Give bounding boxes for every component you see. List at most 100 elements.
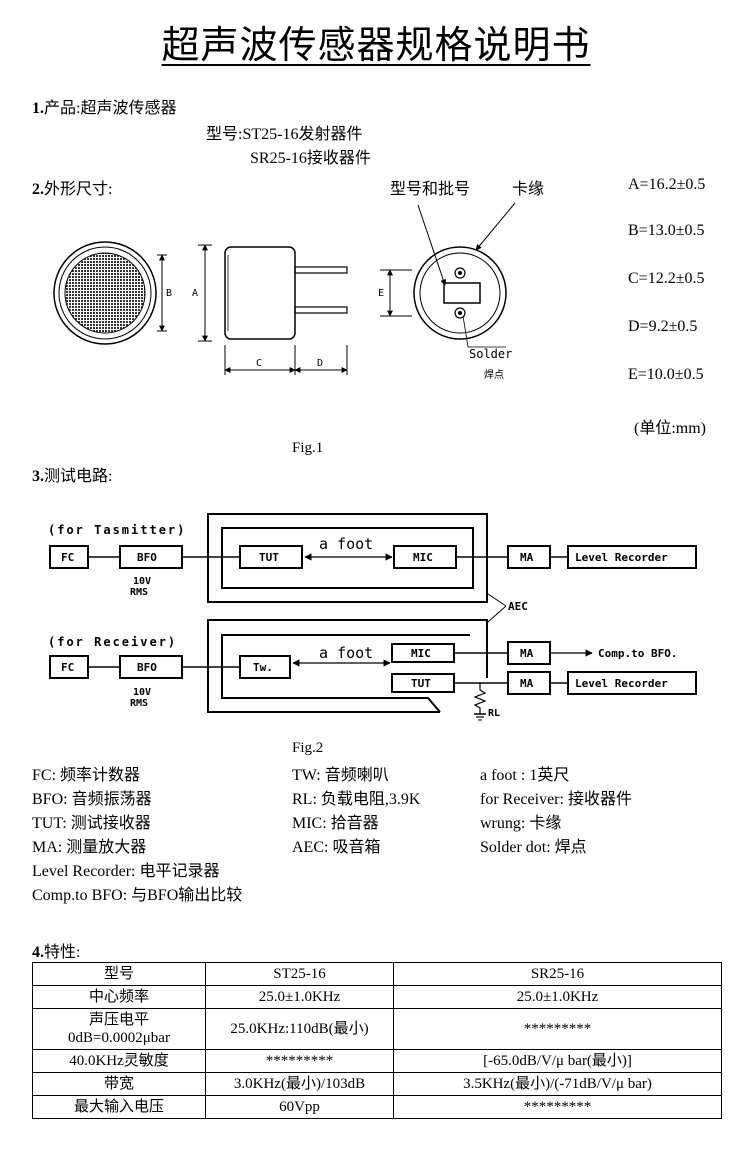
section-number: 2. <box>32 181 44 198</box>
dimension-c: C=12.2±0.5 <box>628 270 705 287</box>
ma-label-tx: MA <box>520 551 534 564</box>
legend-item: Solder dot: 焊点 <box>480 839 587 856</box>
model-line-1: 型号:ST25-16发射器件 <box>206 126 363 143</box>
legend-column-3: a foot : 1英尺 for Receiver: 接收器件 wrung: 卡… <box>480 764 632 860</box>
bfo-label-rx: BFO <box>137 661 157 674</box>
section-number: 1. <box>32 100 44 117</box>
legend-item: Level Recorder: 电平记录器 <box>32 863 220 880</box>
table-row: 中心频率 25.0±1.0KHz 25.0±1.0KHz <box>32 985 722 1009</box>
table-cell: 中心频率 <box>32 985 206 1009</box>
fig2-caption: Fig.2 <box>292 740 324 756</box>
legend-item: AEC: 吸音箱 <box>292 839 381 856</box>
rl-label: RL <box>488 708 500 719</box>
level-recorder-label-tx: Level Recorder <box>575 551 668 564</box>
aec-box-tx-inner <box>221 527 474 589</box>
ma-label-rx-1: MA <box>520 647 534 660</box>
table-cell: 3.0KHz(最小)/103dB <box>205 1072 394 1096</box>
table-cell: 最大输入电压 <box>32 1095 206 1119</box>
table-cell: 型号 <box>32 962 206 986</box>
fc-label-rx: FC <box>61 661 74 674</box>
section-label: 特性: <box>44 944 81 961</box>
test-circuit-diagram: (for Tasmitter) FC BFO 10V RMS TUT a foo… <box>48 513 697 721</box>
label-solder: Solder <box>469 347 512 361</box>
characteristics-table: 型号 ST25-16 SR25-16 中心频率 25.0±1.0KHz 25.0… <box>32 962 722 1119</box>
label-solder-cn: 焊点 <box>484 369 504 381</box>
legend-item: RL: 负载电阻,3.9K <box>292 791 421 808</box>
tut-label-rx: TUT <box>411 677 431 690</box>
level-recorder-box-tx <box>567 545 697 569</box>
legend-item: for Receiver: 接收器件 <box>480 791 632 808</box>
table-cell: 带宽 <box>32 1072 206 1096</box>
tw-box-rx <box>239 655 291 679</box>
table-cell: [-65.0dB/V/μ bar(最小)] <box>393 1049 722 1073</box>
table-cell: ********* <box>205 1049 394 1073</box>
front-view: B A <box>53 241 212 345</box>
section-number: 3. <box>32 468 44 485</box>
cell-line: 声压电平 <box>88 1012 149 1028</box>
table-cell: 3.5KHz(最小)/(-71dB/V/μ bar) <box>393 1072 722 1096</box>
legend-column-2: TW: 音频喇叭 RL: 负载电阻,3.9K MIC: 拾音器 AEC: 吸音箱 <box>292 764 420 860</box>
voltage-label-rx: 10V <box>133 687 151 698</box>
level-recorder-label-rx: Level Recorder <box>575 677 668 690</box>
dimension-a: A=16.2±0.5 <box>628 176 706 193</box>
dimension-b: B=13.0±0.5 <box>628 222 705 239</box>
level-recorder-box-rx <box>567 671 697 695</box>
cell-line: 0dB=0.0002μbar <box>68 1030 170 1046</box>
unit-label: (单位:mm) <box>634 420 706 437</box>
aec-label: AEC <box>508 600 528 613</box>
legend-item: a foot : 1英尺 <box>480 767 570 784</box>
label-d: D <box>317 358 323 369</box>
table-cell: 25.0±1.0KHz <box>393 985 722 1009</box>
table-cell: 60Vpp <box>205 1095 394 1119</box>
dimension-drawing: B A C D E Solder 焊点 <box>53 202 516 381</box>
legend-item: wrung: 卡缘 <box>480 815 562 832</box>
ma-label-rx-2: MA <box>520 677 534 690</box>
mic-label-tx: MIC <box>413 551 433 564</box>
table-row: 型号 ST25-16 SR25-16 <box>32 962 722 986</box>
callout-model-batch: 型号和批号 <box>390 181 471 198</box>
side-view: C D <box>224 246 348 375</box>
table-cell: 40.0KHz灵敏度 <box>32 1049 206 1073</box>
legend-item: FC: 频率计数器 <box>32 767 141 784</box>
dimension-e: E=10.0±0.5 <box>628 366 704 383</box>
table-row: 最大输入电压 60Vpp ********* <box>32 1095 722 1119</box>
tut-box-tx <box>239 545 303 569</box>
table-cell: ********* <box>393 1008 722 1050</box>
section-2-heading: 2.外形尺寸: <box>32 175 112 199</box>
label-for-receiver: (for Receiver) <box>48 635 177 649</box>
voltage-label-tx: 10V <box>133 576 151 587</box>
section-1-heading: 1.产品:超声波传感器 <box>32 94 176 118</box>
section-label: 外形尺寸: <box>44 181 113 198</box>
aec-box-rx-outer <box>207 619 488 713</box>
table-row: 带宽 3.0KHz(最小)/103dB 3.5KHz(最小)/(-71dB/V/… <box>32 1072 722 1096</box>
table-row: 声压电平 0dB=0.0002μbar 25.0KHz:110dB(最小) ***… <box>32 1008 722 1050</box>
table-cell: 25.0KHz:110dB(最小) <box>205 1008 394 1050</box>
label-c: C <box>256 358 262 369</box>
table-cell: ST25-16 <box>205 962 394 986</box>
legend-item: MA: 测量放大器 <box>32 839 147 856</box>
label-for-transmitter: (for Tasmitter) <box>48 523 186 537</box>
rl-resistor: RL <box>473 683 500 721</box>
legend-item: MIC: 拾音器 <box>292 815 379 832</box>
table-cell: ********* <box>393 1095 722 1119</box>
section-label: 产品:超声波传感器 <box>44 100 177 117</box>
label-e: E <box>378 288 384 299</box>
tw-label-rx: Tw. <box>253 661 273 674</box>
comp-bfo-label: Comp.to BFO. <box>598 647 677 660</box>
table-cell: 25.0±1.0KHz <box>205 985 394 1009</box>
section-3-heading: 3.测试电路: <box>32 462 112 486</box>
dimension-d: D=9.2±0.5 <box>628 318 698 335</box>
label-a: A <box>192 288 198 299</box>
tut-label-tx: TUT <box>259 551 279 564</box>
page-title-text: 超声波传感器规格说明书 <box>161 25 591 67</box>
label-b: B <box>166 288 172 299</box>
a-foot-label-rx: a foot <box>319 644 373 662</box>
mic-label-rx: MIC <box>411 647 431 660</box>
table-cell: 声压电平 0dB=0.0002μbar <box>32 1008 206 1050</box>
table-row: 40.0KHz灵敏度 ********* [-65.0dB/V/μ bar(最小… <box>32 1049 722 1073</box>
rear-view: E Solder 焊点 <box>378 202 516 381</box>
page-title: 超声波传感器规格说明书 <box>0 14 752 69</box>
section-number: 4. <box>32 944 44 961</box>
table-cell: SR25-16 <box>393 962 722 986</box>
bfo-label-tx: BFO <box>137 551 157 564</box>
